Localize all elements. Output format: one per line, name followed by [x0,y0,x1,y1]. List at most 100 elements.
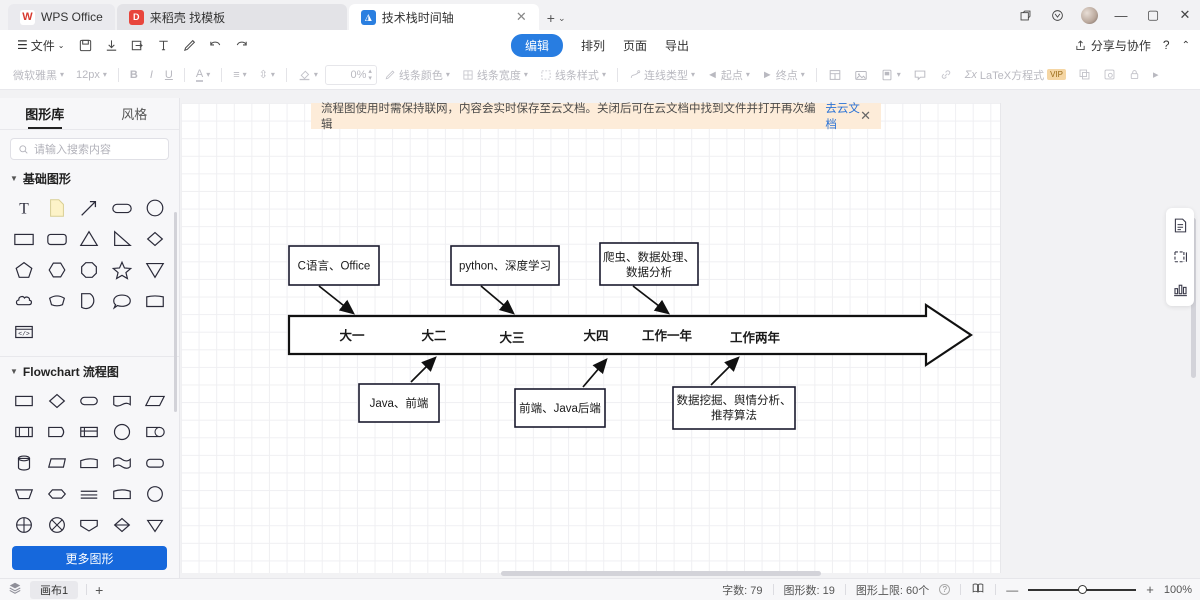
zoom-slider[interactable] [1028,584,1137,596]
redo-icon[interactable] [229,33,253,57]
shape-rounded-process[interactable] [138,448,171,477]
shape-card[interactable] [138,286,171,315]
insert-link-icon[interactable] [934,64,958,86]
app-switcher-icon[interactable] [1010,2,1040,28]
shape-star[interactable] [106,255,139,284]
end-point-button[interactable]: ► 终点 ▾ [757,64,810,86]
latex-equation-button[interactable]: Σx LaTeX方程式 VIP [960,64,1071,86]
tab-style[interactable]: 风格 [121,107,148,122]
line-spacing-button[interactable]: ⇳ ▾ [254,64,280,86]
layers-icon[interactable] [8,581,22,598]
horizontal-scrollbar[interactable] [501,571,821,576]
go-to-cloud-doc-link[interactable]: 去云文档 [825,103,860,131]
close-button[interactable]: ✕ [1179,7,1191,22]
shape-card-flowchart[interactable] [106,479,139,508]
close-banner-icon[interactable]: ✕ [860,108,871,123]
start-point-button[interactable]: ◄ 起点 ▾ [702,64,755,86]
shape-trapezoid[interactable] [41,448,74,477]
shape-circle[interactable] [138,193,171,222]
shape-merge-diamond[interactable] [106,510,139,539]
shape-table-shape[interactable] [73,417,106,446]
zoom-out-button[interactable]: — [1006,582,1019,597]
shape-dome[interactable] [41,286,74,315]
shape-bracket-right[interactable] [8,541,41,542]
shape-decision[interactable] [41,386,74,415]
shape-code-block[interactable]: </> [8,317,41,346]
shape-manual-input[interactable] [73,448,106,477]
shape-process[interactable] [8,386,41,415]
shape-predefined-process[interactable] [8,417,41,446]
section-flowchart[interactable]: ▼ Flowchart 流程图 [0,359,179,384]
tab-page[interactable]: 页面 [623,38,648,53]
shape-connector-circle[interactable] [106,417,139,446]
canvas-area[interactable]: C语言、Office python、深度学习 爬虫、数据处理、 数据分析 Jav… [181,98,1200,578]
more-shapes-button[interactable]: 更多图形 [12,546,167,570]
shape-inverted-triangle[interactable] [138,255,171,284]
lock-icon[interactable] [1123,64,1146,86]
shape-text[interactable]: T [8,193,41,222]
chart-data-icon[interactable] [1169,278,1191,300]
shape-quarter-round[interactable] [73,286,106,315]
undo-icon[interactable] [203,33,227,57]
format-painter-icon[interactable] [151,33,175,57]
wps-cloud-icon[interactable] [1042,2,1072,28]
fit-page-icon[interactable] [971,581,985,598]
shape-diamond[interactable] [138,224,171,253]
shape-octagon[interactable] [73,255,106,284]
line-color-button[interactable]: 线条颜色 ▾ [379,64,455,86]
collapse-ribbon-icon[interactable]: ⌃ [1181,39,1190,51]
shape-panel-scrollbar[interactable] [174,212,177,412]
maximize-button[interactable]: ▢ [1146,7,1160,22]
shape-stored-data[interactable] [41,479,74,508]
font-size-select[interactable]: 12px ▾ [71,64,112,86]
shape-brace-left[interactable] [73,541,106,542]
italic-button[interactable]: I [149,68,153,81]
shape-rounded-rect[interactable] [106,193,139,222]
tab-shape-library[interactable]: 图形库 [0,98,90,129]
zoom-level-label[interactable]: 100% [1163,583,1192,596]
insert-media-icon[interactable]: ▾ [875,64,906,86]
font-color-button[interactable]: A ▾ [191,64,215,86]
connector-type-button[interactable]: 连线类型 ▾ [624,64,700,86]
shape-hexagon[interactable] [41,255,74,284]
line-style-button[interactable]: 线条样式 ▾ [535,64,611,86]
shape-summing-junction[interactable] [8,510,41,539]
add-canvas-button[interactable]: + [95,581,104,598]
new-tab-button[interactable]: + ⌄ [547,10,566,26]
duplicate-icon[interactable] [1073,64,1096,86]
shape-wave-document[interactable] [106,448,139,477]
text-align-button[interactable]: ≡ ▾ [228,64,251,86]
shape-cloud[interactable] [8,286,41,315]
shape-rounded-rect-2[interactable] [41,224,74,253]
shape-parallelogram[interactable] [138,386,171,415]
font-family-select[interactable]: 微软雅黑 ▾ [8,64,69,86]
shape-brace-right[interactable] [106,541,139,542]
shape-internal-storage[interactable] [41,417,74,446]
timeline-diagram[interactable]: C语言、Office python、深度学习 爬虫、数据处理、 数据分析 Jav… [181,103,1001,573]
search-input[interactable]: 请输入搜索内容 [10,138,169,160]
pen-icon[interactable] [177,33,201,57]
shape-bracket-left[interactable] [41,541,74,542]
shape-triangle[interactable] [73,224,106,253]
align-layout-icon[interactable] [1169,246,1191,268]
file-menu[interactable]: ☰ 文件 ⌄ [10,33,71,57]
shape-delay[interactable] [138,417,171,446]
underline-button[interactable]: U [164,68,173,81]
page-properties-icon[interactable] [1169,214,1191,236]
tab-export[interactable]: 导出 [665,38,690,53]
insert-image-icon[interactable] [849,64,873,86]
tab-docer-templates[interactable]: D 来稻壳 找模板 [116,4,347,30]
avatar[interactable] [1074,2,1104,28]
insert-table-icon[interactable] [823,64,847,86]
shape-or-junction[interactable] [41,510,74,539]
fill-color-button[interactable]: ▾ [293,64,323,86]
section-basic-shapes[interactable]: ▼ 基础图形 [0,166,179,191]
zoom-in-button[interactable]: + [1146,582,1154,597]
import-icon[interactable] [125,33,149,57]
toolbar-overflow-button[interactable]: ▸ [1153,69,1159,81]
canvas-paper[interactable]: C语言、Office python、深度学习 爬虫、数据处理、 数据分析 Jav… [181,103,1001,573]
tab-edit[interactable]: 编辑 [510,33,563,57]
minimize-button[interactable]: — [1114,7,1128,23]
save-icon[interactable] [73,33,97,57]
shape-speech-bubble[interactable] [106,286,139,315]
